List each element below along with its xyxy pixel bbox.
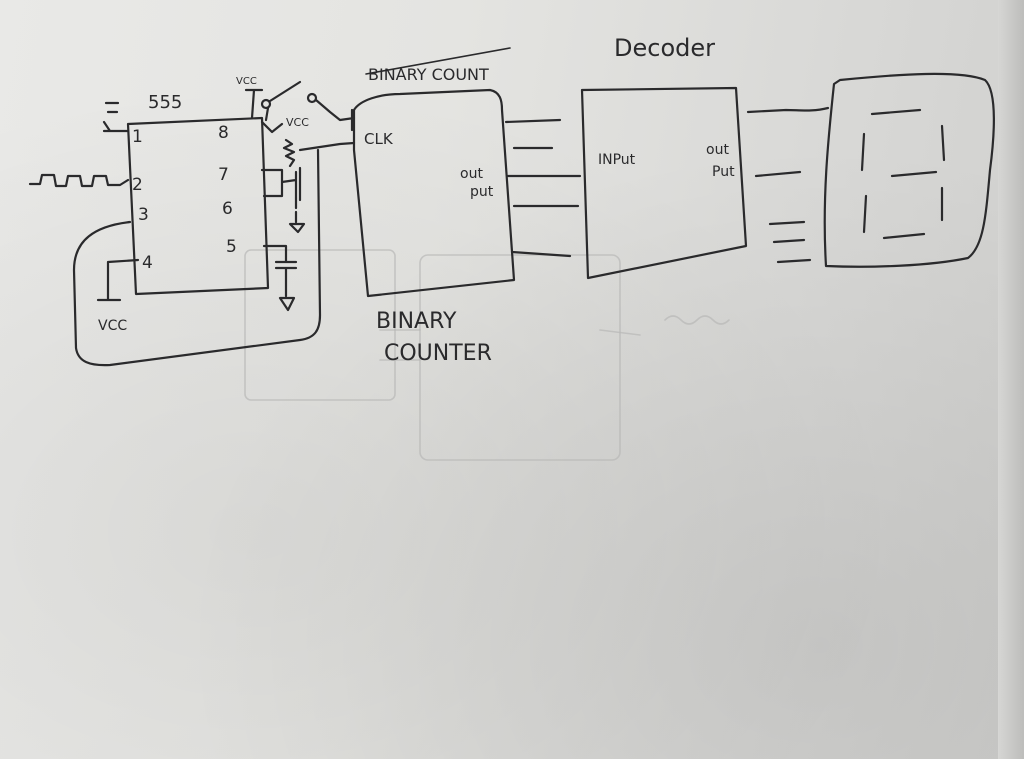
vcc-switch-label: VCC (286, 116, 309, 129)
capacitor-ground-1 (288, 196, 306, 234)
decoder-heading: Decoder (614, 34, 715, 62)
decoder-to-display-bus (746, 106, 830, 264)
ic-name-label: 555 (148, 92, 182, 113)
counter-put-label: put (470, 184, 494, 200)
vcc-top-label: VCC (236, 76, 257, 87)
square-wave-input (28, 173, 130, 188)
paper-edge (998, 0, 1024, 759)
pin-5-label: 5 (226, 237, 237, 257)
pin-4-label: 4 (142, 253, 153, 273)
pin-6-label: 6 (222, 199, 233, 219)
counter-heading-struck: BINARY COUNT (368, 65, 489, 84)
counter-out-label: out (460, 166, 483, 182)
decoder-out-label: out (706, 142, 729, 158)
counter-clk-label: CLK (364, 130, 394, 148)
strike-through-line (365, 47, 511, 75)
switch-to-clk-wire (314, 98, 356, 132)
timer-ic-body (126, 116, 270, 296)
pin-7-label: 7 (218, 165, 229, 185)
pin4-vcc-wire (96, 258, 140, 302)
pin5-capacitor (262, 244, 298, 312)
decoder-put-label: Put (712, 164, 735, 180)
decoder-box (580, 86, 748, 280)
resistor (260, 120, 296, 168)
counter-to-decoder-bus (504, 118, 582, 258)
display-segments (860, 108, 946, 240)
counter-title-line2: COUNTER (384, 341, 492, 366)
pin-8-label: 8 (218, 123, 229, 143)
timer-enclosure-loop (72, 148, 322, 367)
pin1-ground-wire (102, 101, 130, 133)
vcc-bottom-label: VCC (98, 318, 127, 334)
wire-to-counter (298, 141, 356, 152)
switch (260, 80, 318, 122)
counter-title-line1: BINARY (376, 309, 457, 334)
binary-counter-box (352, 88, 516, 298)
bleed-through-ghost (244, 249, 730, 461)
top-vcc-wire (244, 88, 264, 120)
pin-2-label: 2 (132, 175, 143, 195)
seven-segment-display (823, 72, 995, 268)
pin-3-label: 3 (138, 205, 149, 225)
pin-1-label: 1 (132, 127, 143, 147)
decoder-input-label: INPut (598, 152, 636, 168)
pin7-wiring (260, 166, 302, 202)
